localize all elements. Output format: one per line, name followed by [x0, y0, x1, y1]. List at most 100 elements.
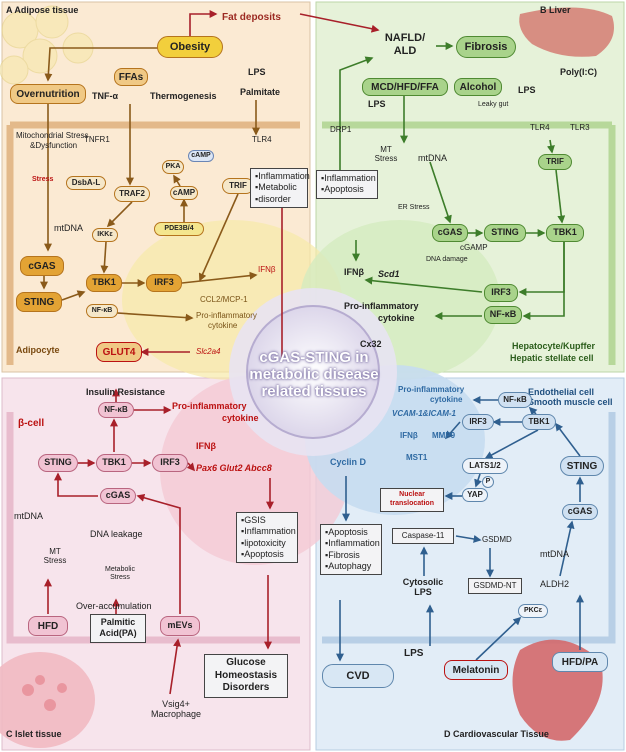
cgas-a-node: cGAS	[20, 256, 64, 276]
arrow-tbk1-lats	[484, 429, 539, 459]
arrow-trif-irf3	[198, 193, 239, 282]
cvd-node: CVD	[322, 664, 394, 688]
glut4-node: GLUT4	[96, 342, 142, 362]
cgas-b-node: cGAS	[432, 224, 468, 242]
center-title-3: related tissues	[261, 383, 367, 400]
ifnb-b-label: IFNβ	[344, 267, 364, 277]
ikke-node: IKKε	[92, 228, 118, 242]
tnfa-label: TNF-α	[92, 91, 119, 101]
outcomes-box-d-line: ▪Autophagy	[325, 560, 372, 571]
proinflam-a-label: Pro-inflammatory	[196, 311, 257, 320]
aldh2-label: ALDH2	[540, 579, 570, 589]
arrow-sting-tbk1	[61, 290, 86, 301]
arrow-traf2-ikke	[106, 201, 133, 228]
cell-type-d-line: Endothelial cell	[528, 387, 595, 397]
arrow-irf3-ifnb-b	[364, 276, 483, 293]
tlr4-b-label: TLR4	[530, 123, 550, 132]
gsdmd-nt-node: GSDMD-NT	[468, 578, 522, 594]
disorders-node-line: Disorders	[222, 682, 270, 693]
inflammation-box-a: ▪Inflammation▪Metabolic▪disorder	[250, 168, 310, 208]
cyto-lps-label-line: LPS	[414, 586, 432, 597]
sting-b-node: STING	[484, 224, 526, 242]
cell-type-b-1: Hepatocyte/Kupffer	[512, 341, 596, 351]
arrow-cgas-sting-c	[54, 472, 98, 497]
mt-stress-c-line: MT	[49, 547, 61, 556]
dna-leakage-label: DNA leakage	[90, 529, 143, 539]
arrow-fat-nafld	[299, 13, 380, 33]
arrow-sting-tbk1-d	[555, 422, 581, 457]
outcomes-box-d-line: ▪Apoptosis	[325, 527, 368, 537]
camp-1-node: cAMP	[188, 150, 214, 162]
ifnb-d-label: IFNβ	[400, 431, 418, 440]
cytokine-a-label: cytokine	[208, 321, 238, 330]
gsdmd-label: GSDMD	[482, 535, 512, 544]
cgamp-label: cGAMP	[460, 243, 488, 252]
vcam-label: VCAM-1&ICAM-1	[392, 409, 456, 418]
tbk1-a-node: TBK1	[86, 274, 122, 292]
cytokine-b-label: cytokine	[378, 313, 415, 323]
nafld-node-1: NAFLD/	[384, 32, 426, 44]
metabolic-stress-c-line: Metabolic	[105, 566, 135, 573]
endothelial-membrane	[322, 412, 616, 644]
sting-d-node: STING	[560, 456, 604, 476]
beta-cell-label: β-cell	[18, 418, 45, 429]
mito-stress-label-2: &Dysfunction	[30, 141, 78, 150]
arrow-inflammation-nafld	[339, 56, 374, 170]
leaky-gut-label: Leaky gut	[478, 101, 509, 108]
mst1-label: MST1	[406, 453, 428, 462]
inflammation-box-a-line: ▪Inflammation	[255, 171, 310, 181]
tnfr1-label: TNFR1	[84, 135, 110, 144]
inflammation-box-a-line: ▪Metabolic	[255, 182, 297, 193]
vsig4-label-line: Vsig4+	[162, 699, 190, 709]
caspase-node: Caspase-11	[392, 528, 454, 544]
beta-cell-membrane	[6, 412, 300, 644]
gsis-box-line: ▪Apoptosis	[241, 548, 284, 559]
tbk1-b-node: TBK1	[546, 224, 584, 242]
dsbal-node: DsbA-L	[66, 176, 106, 190]
center-title-1: cGAS-STING in	[259, 349, 369, 366]
pkce-node: PKCε	[518, 604, 548, 618]
mt-stress-c-line: Stress	[43, 555, 67, 565]
thermogenesis-label: Thermogenesis	[150, 91, 217, 101]
insulin-resistance-label: Insulin Resistance	[86, 387, 166, 397]
camp-2-node: cAMP	[170, 186, 198, 200]
gsis-box-line: ▪Inflammation	[241, 526, 296, 537]
arrow-trif-tbk1	[555, 169, 566, 224]
arrow-tlr-trif	[547, 139, 555, 154]
mcd-node: MCD/HFD/FFA	[362, 78, 448, 96]
panel-d-title: D Cardiovascular Tissue	[444, 729, 549, 739]
mtdna-c-label: mtDNA	[14, 511, 43, 521]
cytokine-c-label: cytokine	[222, 413, 259, 423]
metabolic-stress-c-line: Stress	[110, 573, 130, 581]
nfkb-a-node: NF-κB	[86, 304, 118, 318]
lats-node: LATS1/2	[462, 458, 508, 474]
inflammation-box-b-line: ▪Inflammation	[321, 173, 376, 183]
mtdna-d-label: mtDNA	[540, 549, 569, 559]
disorders-node-line: Homeostasis	[214, 669, 278, 681]
inflammation-box-b-line: ▪Apoptosis	[321, 184, 364, 195]
mtdna-b-label: mtDNA	[418, 153, 447, 163]
proinflam-b-label: Pro-inflammatory	[344, 301, 419, 311]
gsis-box-line: ▪lipotoxicity	[241, 537, 286, 548]
panel-b-title: B Liver	[540, 5, 571, 15]
irf3-c-node: IRF3	[152, 454, 188, 472]
arrow-tbk1-nfkb-b	[522, 242, 565, 320]
cyto-lps-label-line: Cytosolic	[402, 577, 444, 587]
lps-a-label: LPS	[248, 67, 266, 77]
cgas-d-node: cGAS	[562, 504, 598, 520]
stress-a-label: Stress	[32, 176, 54, 183]
mt-stress-b-line: MT	[380, 145, 392, 154]
arrow-mevs-cgas	[136, 493, 181, 614]
over-accumulation-label: Over-accumulation	[76, 601, 152, 611]
obesity-node: Obesity	[157, 36, 223, 58]
fat-deposits-label: Fat deposits	[222, 12, 281, 23]
ccl2-label: CCL2/MCP-1	[200, 295, 248, 304]
outcomes-box-d: ▪Apoptosis▪Inflammation▪Fibrosis▪Autopha…	[320, 524, 382, 575]
mtdna-a-label: mtDNA	[54, 223, 83, 233]
nafld-node-2: ALD	[393, 45, 417, 57]
pka-node: PKA	[162, 160, 184, 174]
